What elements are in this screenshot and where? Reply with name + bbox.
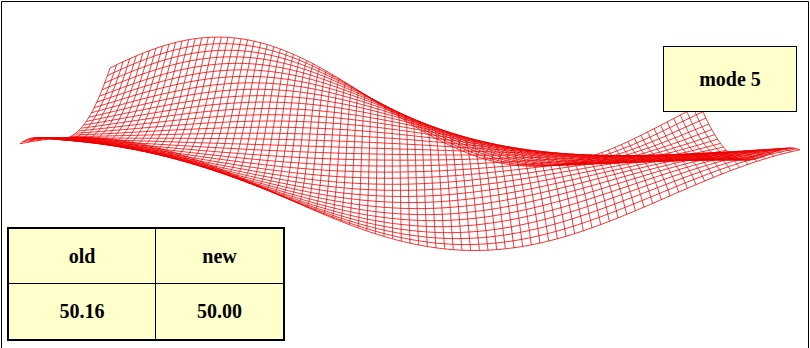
mode-label: mode 5 [699,68,761,91]
mesh-line [31,138,789,227]
table-value-cell: 50.16 [8,283,156,340]
mesh-plot [20,37,800,250]
table-cell-text: 50.16 [60,300,105,323]
mesh-line [654,129,739,168]
mesh-line [46,138,770,190]
mesh-line [91,83,720,164]
mesh-line [94,76,718,164]
mesh-line [341,87,353,221]
mesh-line [28,138,791,233]
table-cell-text: old [69,245,96,268]
table-cell-text: new [202,245,236,268]
table-cell-text: 50.00 [197,300,242,323]
mesh-line [25,138,794,239]
mesh-line [37,62,123,141]
mode-label-box: mode 5 [663,46,797,112]
mesh-line [391,109,393,239]
mesh-line [384,106,385,237]
mesh-line [438,130,454,250]
mesh-line [159,37,215,158]
table-header-cell: old [8,228,156,284]
mesh-line [375,102,378,234]
table-value-cell: 50.00 [155,283,284,340]
mesh-line [49,139,768,185]
mesh-line [97,70,715,165]
mesh-line [141,38,201,154]
mesh-line [358,95,366,228]
mesh-line [105,50,706,165]
mesh-line [107,44,703,166]
table-header-cell: new [155,228,284,284]
mesh-line [86,96,726,163]
mesh-line [84,102,730,162]
mesh-line [398,112,401,241]
mesh-line [425,124,436,248]
mesh-line [115,41,182,150]
mesh-line [29,65,117,142]
